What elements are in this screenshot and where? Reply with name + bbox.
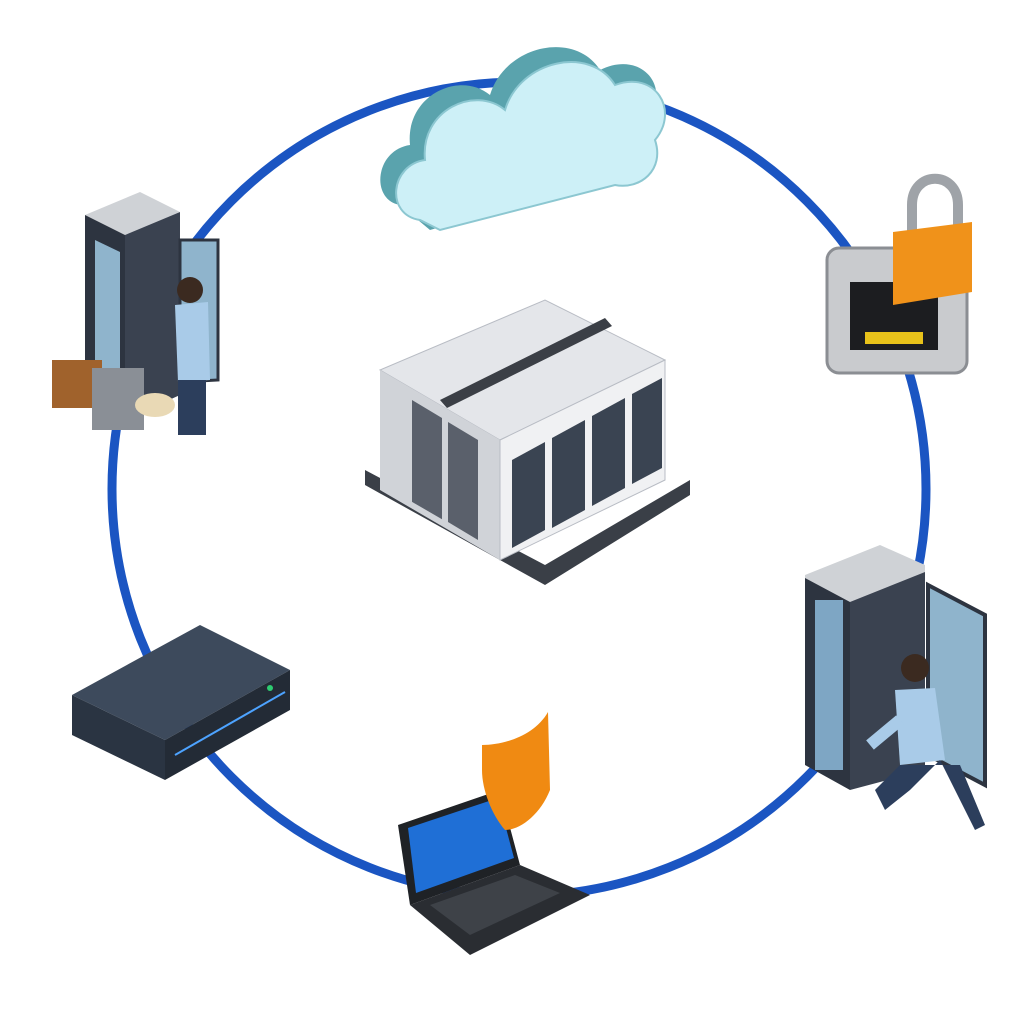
laptop-shield-icon: [398, 712, 590, 955]
server-rack-technician-right-icon: [805, 545, 987, 830]
ethernet-lock-icon: [825, 173, 972, 375]
rack-server-icon: [72, 625, 290, 780]
data-center-icon: [365, 299, 690, 585]
cloud-icon: [380, 47, 666, 232]
server-rack-technician-left-icon: [52, 192, 220, 435]
